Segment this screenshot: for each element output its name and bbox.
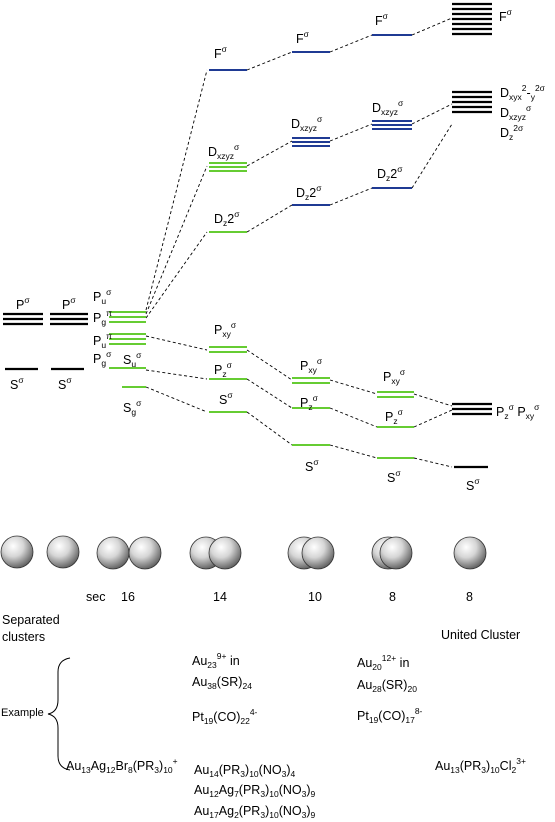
sphere-united: [453, 536, 487, 570]
example-col3-c: Pt19(CO)178-: [357, 706, 423, 725]
label-p-sigma-left: Pσ: [16, 295, 30, 312]
label-dz2-sigma-10: Dz2σ: [296, 183, 322, 202]
example-col4: Au13(PR3)10Cl23+: [435, 756, 526, 775]
label-pz-pxy-sigma-united: Pzσ Pxyσ: [496, 402, 540, 421]
axis-value-8b: 8: [466, 590, 473, 604]
label-dz2-sigma-8: Dz2σ: [377, 164, 403, 183]
sphere-pair-14b: [208, 536, 242, 570]
example-col2-a: Au239+ in: [192, 651, 240, 670]
example-col2-b: Au38(SR)24: [192, 675, 252, 691]
label-dxzyz-sigma-14: Dxzyzσ: [208, 142, 240, 161]
label-pg-sigma: Pgσ: [93, 349, 112, 368]
label-su-sigma: Suσ: [123, 350, 142, 369]
label-pz-sigma-14: Pzσ: [214, 360, 232, 379]
label-s-sigma-right: Sσ: [58, 375, 72, 392]
example-col1: Au13Ag12Br8(PR3)10+: [66, 756, 178, 775]
level-column-10: [292, 51, 330, 446]
united-cluster-levels: [452, 2, 492, 469]
example-label: Example: [1, 707, 44, 719]
label-pu-sigma: Puσ: [93, 287, 112, 306]
axis-value-10: 10: [308, 590, 322, 604]
example-col2-bottom-a: Au14(PR3)10(NO3)4: [194, 763, 296, 779]
label-pxy-sigma-14: Pxyσ: [214, 320, 237, 339]
label-f-sigma-united: Fσ: [499, 7, 512, 24]
sphere-atom-2: [46, 535, 80, 569]
left-cluster-levels: [109, 311, 146, 388]
label-dxzyz-sigma-united: Dxzyzσ: [500, 103, 532, 122]
label-s-sigma-left: Sσ: [10, 375, 24, 392]
example-col2-c: Pt19(CO)224-: [192, 707, 258, 726]
label-sg-sigma: Sgσ: [123, 398, 142, 417]
united-cluster-label: United Cluster: [441, 628, 521, 642]
label-s-sigma-united: Sσ: [466, 476, 480, 493]
level-column-14: [209, 69, 247, 413]
separated-clusters-line2: clusters: [2, 630, 46, 644]
label-dz2-sigma-united: Dz2σ: [500, 123, 524, 142]
correlation-lines: [145, 17, 453, 468]
label-pz-sigma-8: Pzσ: [385, 407, 403, 426]
separated-clusters-line1: Separated: [2, 613, 60, 627]
axis-value-16: 16: [121, 590, 135, 604]
sphere-pair-8b: [379, 536, 413, 570]
label-p-sigma-right: Pσ: [62, 295, 76, 312]
label-dxyx2y2-sigma-united: Dxyx2-y2σ: [500, 83, 545, 102]
example-col3-b: Au28(SR)20: [357, 678, 417, 694]
sphere-pair-16b: [128, 536, 162, 570]
label-pxy-sigma-8: Pxyσ: [383, 367, 406, 386]
label-dxzyz-sigma-8: Dxzyzσ: [372, 98, 404, 117]
label-f-sigma-14: Fσ: [214, 44, 227, 61]
label-pz-sigma-10: Pzσ: [300, 393, 318, 412]
label-pu-pi: Puπ: [93, 331, 112, 350]
label-pg-pi: Pgπ: [93, 308, 112, 327]
sphere-atom-1: [0, 535, 34, 569]
label-f-sigma-10: Fσ: [296, 29, 309, 46]
label-s-sigma-8: Sσ: [387, 468, 401, 485]
level-column-8: [372, 34, 414, 459]
separated-atom-levels: [3, 312, 88, 371]
example-col2-bottom-c: Au17Ag2(PR3)10(NO3)9: [194, 804, 316, 820]
example-col2-bottom-b: Au12Ag7(PR3)10(NO3)9: [194, 783, 316, 799]
label-f-sigma-8: Fσ: [375, 11, 388, 28]
label-s-sigma-14: Sσ: [219, 390, 233, 407]
axis-value-8a: 8: [389, 590, 396, 604]
example-col3-a: Au2012+ in: [357, 653, 410, 672]
label-dxzyz-sigma-10: Dxzyzσ: [291, 114, 323, 133]
axis-sec: sec: [86, 590, 106, 604]
cluster-spheres: [0, 535, 487, 570]
label-s-sigma-10: Sσ: [305, 457, 319, 474]
example-brace: [47, 657, 71, 771]
label-pxy-sigma-10: Pxyσ: [300, 356, 323, 375]
label-dz2-sigma-14: Dz2σ: [214, 209, 240, 228]
sphere-pair-10b: [301, 536, 335, 570]
sphere-pair-16a: [96, 536, 130, 570]
axis-value-14: 14: [213, 590, 227, 604]
